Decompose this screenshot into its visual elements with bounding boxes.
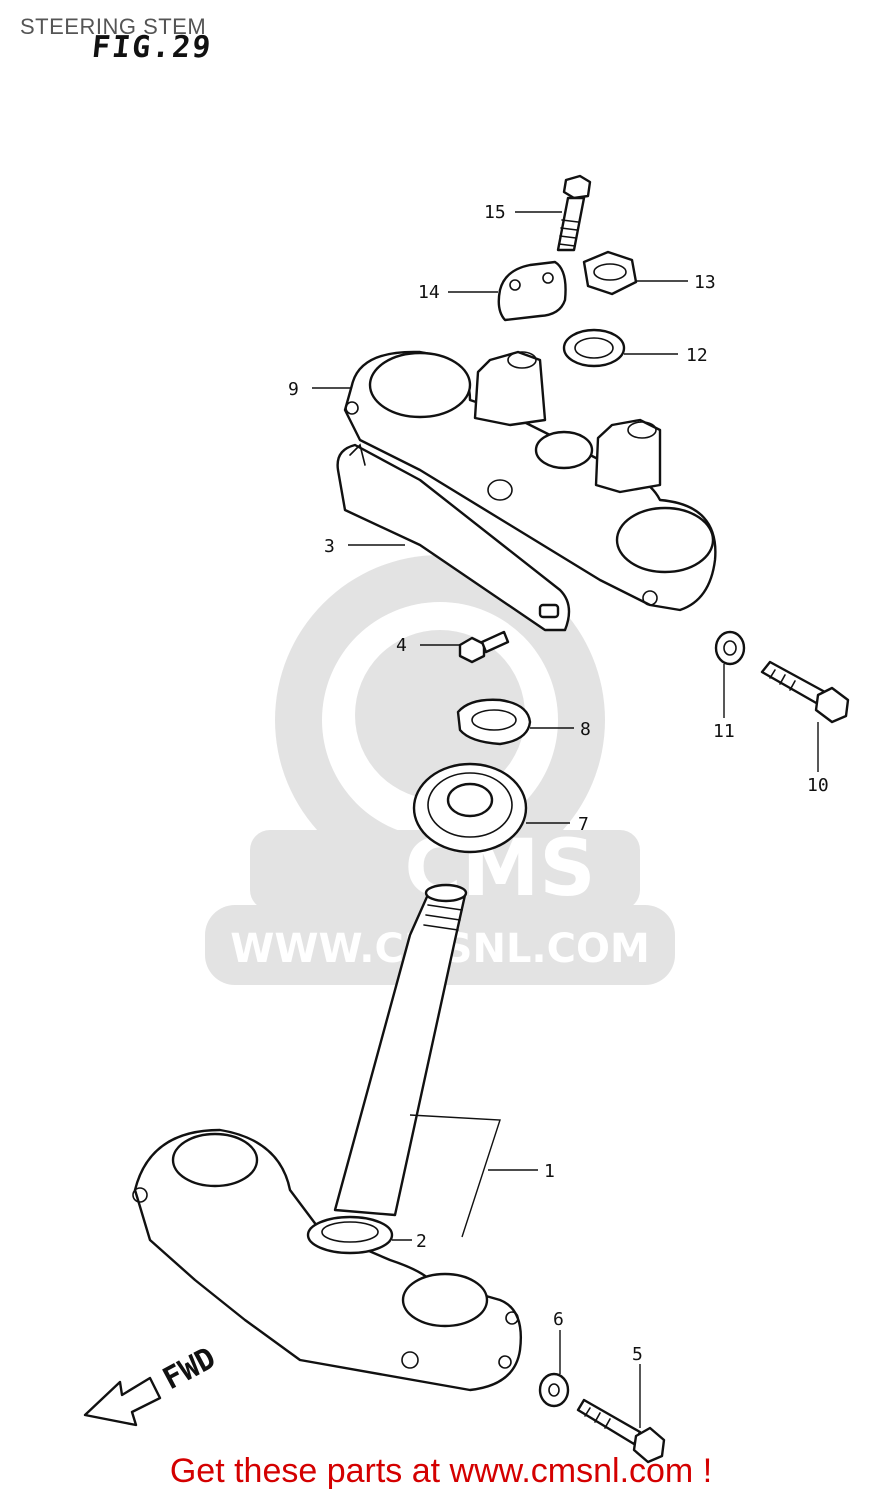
callout-14: 14 [418,282,440,303]
part-10-bolt [760,660,850,724]
fwd-label: FWD [157,1341,221,1397]
callout-2: 2 [416,1231,427,1252]
page-title: STEERING STEM [20,14,207,39]
callout-numbers: 15 13 14 12 9 3 4 8 7 11 10 1 2 6 5 [288,202,829,1365]
part-4-bolt [458,630,510,664]
callout-8: 8 [580,719,591,740]
part-14-clamp [497,260,567,322]
part-15-bolt [556,174,592,252]
part-7-bearing [412,762,528,854]
callout-9: 9 [288,379,299,400]
part-6-washer [538,1372,570,1408]
callout-11: 11 [713,721,735,742]
callout-leaders [312,211,819,1428]
callout-1: 1 [544,1161,555,1182]
callout-12: 12 [686,345,708,366]
callout-13: 13 [694,272,716,293]
part-11-washer [714,630,746,666]
part-12-washer [562,328,626,368]
fwd-arrow-icon [83,1376,162,1427]
part-13-nut [582,250,638,296]
shop-link[interactable]: Get these parts at www.cmsnl.com ! [169,1452,713,1490]
callout-6: 6 [553,1309,564,1330]
part-9-upper-bracket [343,350,717,612]
part-3-guard-plate [336,443,571,632]
callout-5: 5 [632,1344,643,1365]
callout-3: 3 [324,536,335,557]
part-2-dust-seal [306,1215,394,1255]
part-8-lock-nut [456,698,532,746]
callout-15: 15 [484,202,506,223]
callout-10: 10 [807,775,829,796]
part-1-steering-stem [132,883,522,1392]
callout-4: 4 [396,635,407,656]
callout-7: 7 [578,814,589,835]
part-5-bolt [576,1398,666,1464]
